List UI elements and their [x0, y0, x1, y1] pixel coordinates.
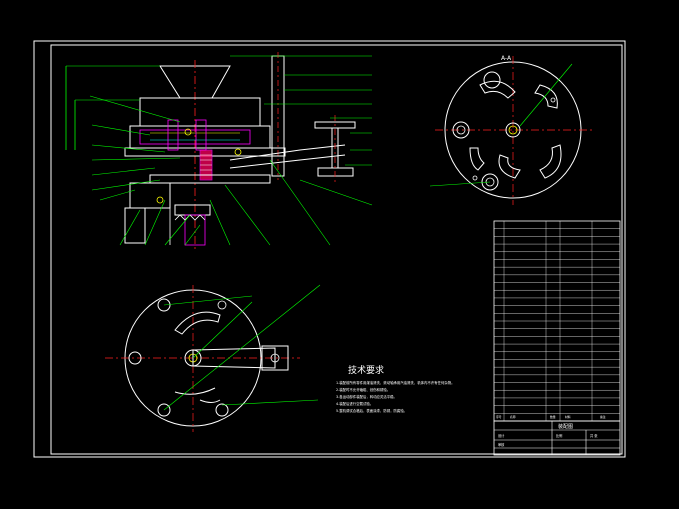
title-drawing-name: 装配图: [558, 423, 573, 430]
tech-note-2: 2.装配时不允许磕碰、划伤和锈蚀。: [336, 387, 390, 392]
title-check: 审核: [498, 442, 505, 447]
tech-note-1: 1.装配前所有零件用煤油清洗，滚动轴承用汽油清洗，机体内不许有任何杂物。: [336, 380, 455, 385]
header-qty: 数量: [550, 415, 556, 419]
outer-frame: [33, 40, 626, 458]
title-designer: 设计: [498, 433, 505, 438]
title-sheet: 共 张: [590, 433, 598, 438]
parts-list-table: 装配图 设计 审核 比例 共 张 序号 名称 数量 材料 备注: [493, 220, 621, 456]
tech-title: 技术要求: [348, 364, 384, 376]
tech-requirements: 技术要求 1.装配前所有零件用煤油清洗，滚动轴承用汽油清洗，机体内不许有任何杂物…: [336, 364, 455, 413]
tech-note-5: 5.整机调试合格后，表面涂漆，防锈，防腐蚀。: [336, 408, 407, 413]
assembly-section-view: [65, 52, 373, 250]
tech-note-4: 4.装配后进行空载试验。: [336, 401, 373, 406]
tech-note-3: 3.各运动部件装配后，转动应灵活平稳。: [336, 394, 397, 399]
title-scale: 比例: [556, 433, 562, 438]
cam-plate-view: [105, 284, 321, 432]
section-label: A-A: [501, 55, 512, 62]
header-part-no: 序号: [496, 415, 502, 419]
section-a-a-view: A-A: [429, 55, 592, 205]
inner-frame: [50, 44, 623, 455]
header-name: 名称: [510, 415, 516, 419]
header-material: 材料: [565, 415, 571, 419]
header-remark: 备注: [600, 415, 606, 419]
